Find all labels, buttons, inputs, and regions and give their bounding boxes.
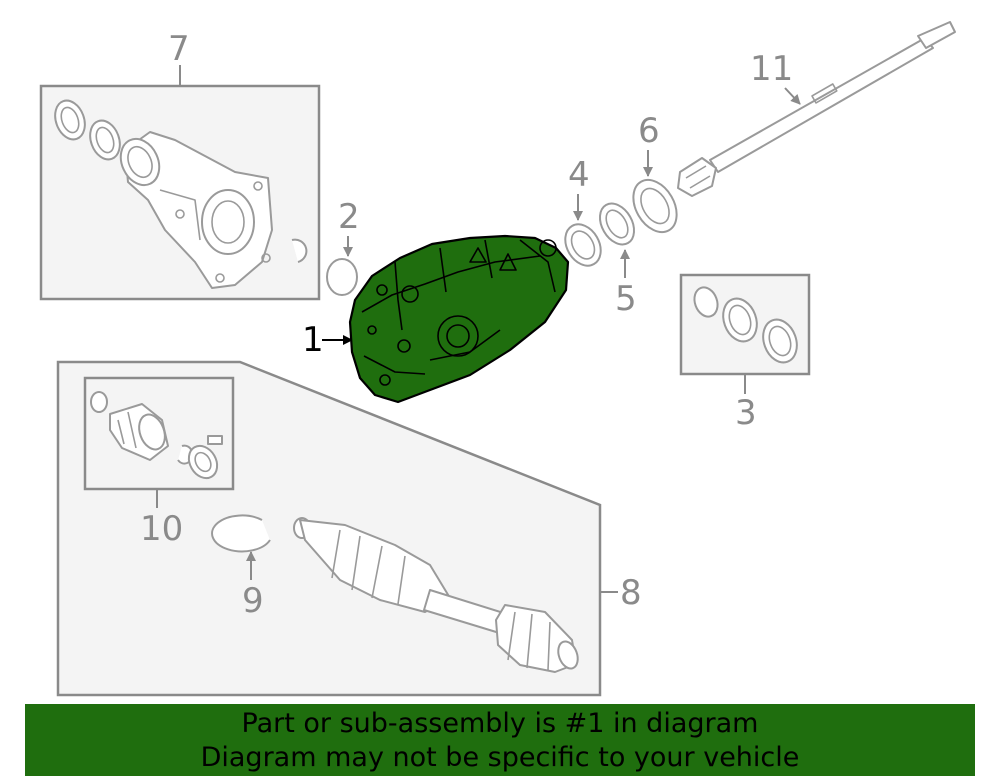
callout-group-1[interactable]: 1 (302, 234, 570, 404)
seal-icon (564, 223, 602, 267)
callout-group-4[interactable]: 4 (558, 155, 608, 272)
flange-icon (632, 178, 678, 234)
callout-3[interactable]: 3 (735, 393, 757, 433)
callout-8[interactable]: 8 (620, 573, 642, 613)
callout-9[interactable]: 9 (242, 581, 264, 621)
callout-2[interactable]: 2 (338, 197, 360, 237)
callout-1[interactable]: 1 (302, 320, 324, 360)
callout-group-2[interactable]: 2 (326, 197, 360, 296)
parts-diagram: 7 2 1 (39, 21, 956, 697)
callout-group-6[interactable]: 6 (625, 111, 686, 240)
callout-group-5[interactable]: 5 (593, 197, 641, 319)
drive-shaft-icon (677, 21, 956, 197)
callout-11[interactable]: 11 (750, 49, 793, 89)
callout-10[interactable]: 10 (140, 509, 183, 549)
callout-group-9[interactable]: 9 (211, 514, 271, 621)
callout-group-3[interactable]: 3 (679, 273, 811, 433)
info-banner: Part or sub-assembly is #1 in diagram Di… (25, 704, 975, 776)
callout-6[interactable]: 6 (638, 111, 660, 151)
callout-group-11[interactable]: 11 (677, 21, 956, 197)
bearing-kit-icon (693, 286, 798, 364)
shim-icon (598, 202, 636, 246)
snap-ring-icon (211, 514, 271, 553)
axle-housing-icon (54, 99, 308, 289)
callout-7[interactable]: 7 (168, 29, 190, 69)
o-ring-icon (326, 258, 358, 296)
callout-4[interactable]: 4 (568, 155, 590, 195)
callout-group-8[interactable]: 8 10 9 (56, 360, 642, 697)
callout-group-10[interactable]: 10 (83, 376, 235, 549)
differential-assembly-icon (348, 234, 570, 404)
callout-group-7[interactable]: 7 (39, 29, 321, 301)
banner-line-2: Diagram may not be specific to your vehi… (200, 742, 800, 773)
banner-line-1: Part or sub-assembly is #1 in diagram (241, 708, 759, 739)
axle-shaft-icon (293, 517, 579, 673)
cv-boot-kit-icon (90, 391, 223, 480)
callout-5[interactable]: 5 (615, 279, 637, 319)
